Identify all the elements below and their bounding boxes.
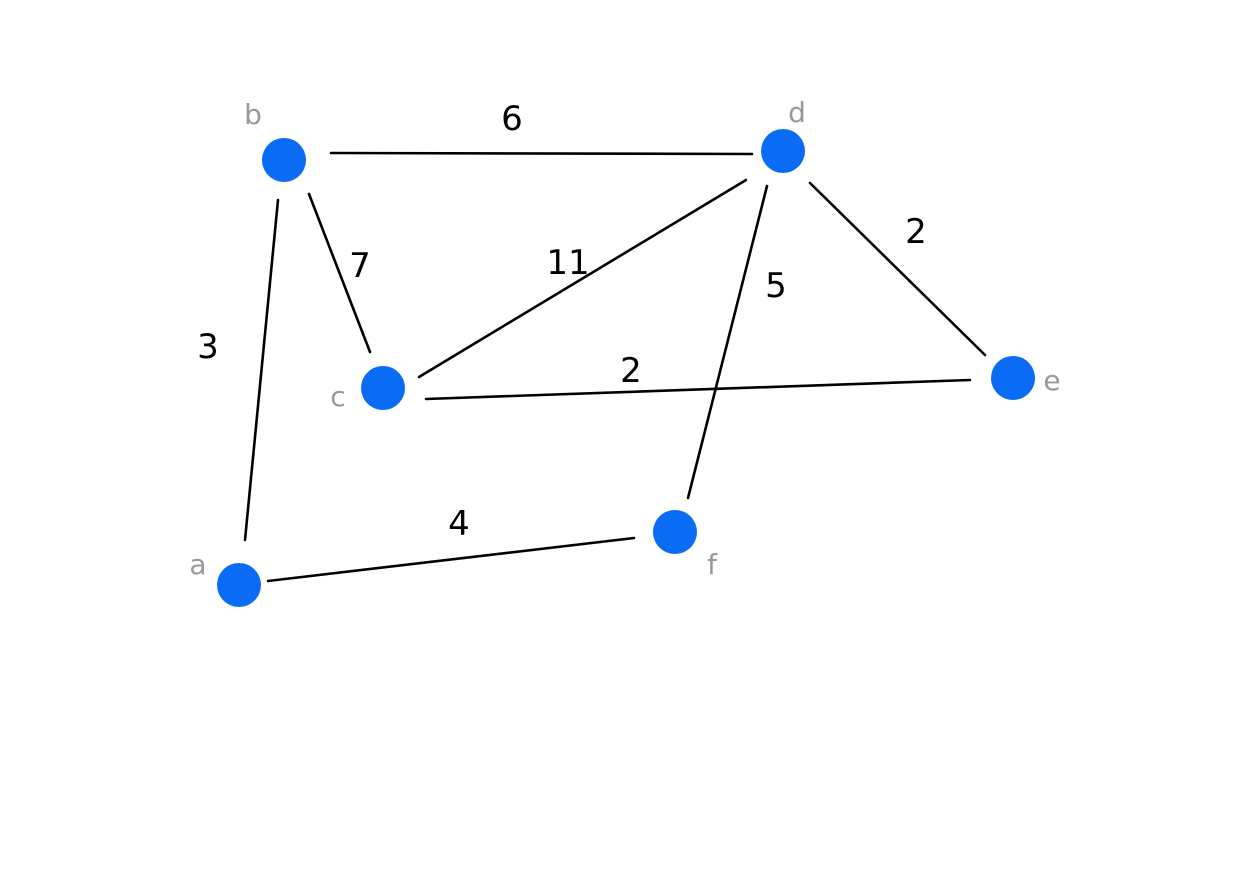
- edge-d-e: [808, 181, 987, 357]
- node-label-f: f: [707, 548, 718, 581]
- edge-weight-c-e: 2: [620, 351, 642, 391]
- node-label-d: d: [788, 96, 806, 129]
- edge-weight-b-a: 3: [197, 327, 219, 367]
- edge-c-e: [424, 378, 972, 401]
- edge-weight-d-f: 5: [765, 266, 787, 306]
- edge-d-f: [686, 184, 769, 500]
- node-label-b: b: [244, 98, 262, 131]
- edge-weight-c-d: 11: [546, 243, 589, 283]
- node-f: [653, 510, 697, 554]
- node-a: [217, 563, 261, 607]
- node-b: [262, 138, 306, 182]
- node-c: [361, 366, 405, 410]
- edge-weight-b-d: 6: [501, 99, 523, 139]
- edge-b-c: [307, 192, 372, 354]
- edge-b-d: [329, 151, 754, 156]
- edge-b-a: [243, 198, 280, 542]
- node-label-a: a: [189, 548, 206, 581]
- node-label-c: c: [330, 380, 345, 413]
- edge-weight-a-f: 4: [448, 504, 470, 544]
- node-d: [761, 129, 805, 173]
- edge-a-f: [266, 536, 636, 583]
- edge-weight-b-c: 7: [349, 246, 371, 286]
- nodes-layer: a b c d e f: [189, 96, 1061, 607]
- edge-weight-d-e: 2: [905, 212, 927, 252]
- node-e: [991, 356, 1035, 400]
- edge-c-d: [417, 178, 748, 379]
- edges-layer: 6 3 7 11 2 5 2 4: [197, 99, 987, 583]
- node-label-e: e: [1043, 364, 1060, 397]
